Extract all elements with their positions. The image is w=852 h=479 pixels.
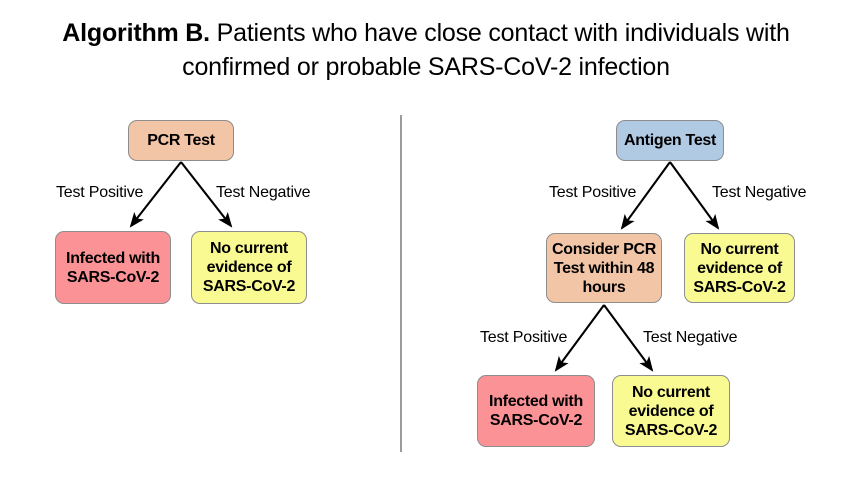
title-rest: Patients who have close contact with ind… [182,19,790,81]
node-pcr-no-evidence-label: No current evidence of SARS-CoV-2 [202,240,296,295]
node-pcr-infected-label: Infected with SARS-CoV-2 [66,249,160,286]
node-antigen-test-label: Antigen Test [623,132,717,149]
edge-label-antigen-test-positive: Test Positive [549,184,637,201]
node-antigen-test[interactable]: Antigen Test [616,120,724,161]
node-consider-pcr-test-label: Consider PCR Test within 48 hours [552,240,656,296]
node-pcr-no-evidence[interactable]: No current evidence of SARS-CoV-2 [191,231,307,304]
node-subbranch-infected[interactable]: Infected with SARS-CoV-2 [477,375,595,447]
node-consider-pcr-test[interactable]: Consider PCR Test within 48 hours [546,233,662,303]
node-subbranch-no-evidence-label: No current evidence of SARS-CoV-2 [624,383,718,439]
node-antigen-no-evidence-label: No current evidence of SARS-CoV-2 [693,240,786,296]
edge-label-subbranch-test-negative: Test Negative [643,329,738,346]
edge-label-antigen-test-negative: Test Negative [712,184,807,201]
node-subbranch-infected-label: Infected with SARS-CoV-2 [489,393,583,429]
edge-label-subbranch-test-positive: Test Positive [480,329,568,346]
arrow-antigen-to-no-evidence [669,161,720,230]
node-antigen-no-evidence[interactable]: No current evidence of SARS-CoV-2 [684,233,795,303]
node-subbranch-no-evidence[interactable]: No current evidence of SARS-CoV-2 [612,375,730,447]
node-pcr-test-label: PCR Test [147,132,215,149]
edge-label-pcr-test-negative: Test Negative [216,184,311,201]
node-pcr-infected[interactable]: Infected with SARS-CoV-2 [55,231,171,304]
edge-label-pcr-test-positive: Test Positive [56,184,144,201]
page-title: Algorithm B. Patients who have close con… [30,16,822,84]
title-strong: Algorithm B. [62,19,210,47]
branch-divider [400,115,402,452]
node-pcr-test[interactable]: PCR Test [128,120,234,161]
